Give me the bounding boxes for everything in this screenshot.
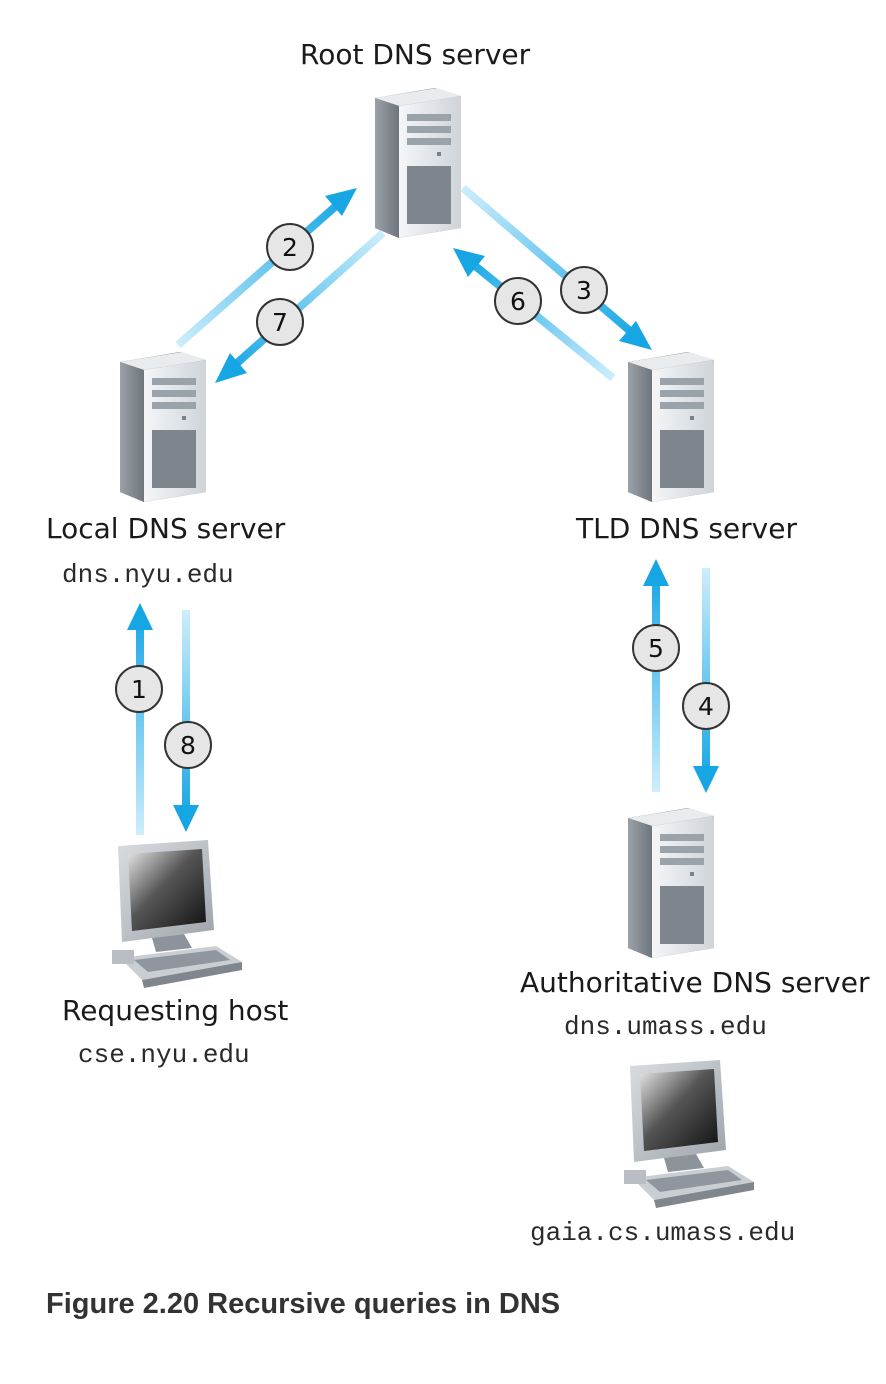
- authoritative-dns-server-icon: [628, 808, 714, 958]
- step-4-badge: 4: [682, 682, 730, 730]
- arrow-step-7: [215, 230, 386, 383]
- step-1-badge: 1: [115, 665, 163, 713]
- step-8-badge: 8: [164, 721, 212, 769]
- local-server-hostname: dns.nyu.edu: [62, 560, 234, 590]
- arrow-step-8: [173, 610, 199, 832]
- arrow-step-3: [460, 184, 652, 350]
- step-2-badge: 2: [266, 223, 314, 271]
- step-7-badge: 7: [256, 298, 304, 346]
- step-6-label: 6: [510, 287, 526, 316]
- requesting-host-hostname: cse.nyu.edu: [78, 1040, 250, 1070]
- root-server-label: Root DNS server: [300, 38, 531, 71]
- step-7-label: 7: [272, 308, 288, 337]
- arrow-step-2: [175, 188, 357, 349]
- step-8-label: 8: [180, 731, 196, 760]
- authoritative-server-label: Authoritative DNS server: [520, 966, 870, 999]
- step-3-label: 3: [576, 276, 592, 305]
- figure-caption: Figure 2.20 Recursive queries in DNS: [46, 1288, 561, 1320]
- arrow-step-6: [453, 248, 616, 382]
- step-1-label: 1: [131, 675, 147, 704]
- step-5-label: 5: [648, 634, 664, 663]
- local-dns-server-icon: [120, 352, 206, 502]
- requesting-host-label: Requesting host: [62, 994, 289, 1027]
- tld-dns-server-icon: [628, 352, 714, 502]
- gaia-hostname: gaia.cs.umass.edu: [530, 1218, 796, 1248]
- tld-server-label: TLD DNS server: [576, 512, 797, 545]
- local-server-label: Local DNS server: [46, 512, 286, 545]
- step-4-label: 4: [698, 692, 714, 721]
- authoritative-server-hostname: dns.umass.edu: [564, 1012, 767, 1042]
- step-2-label: 2: [282, 233, 298, 262]
- arrow-step-4: [693, 568, 719, 793]
- arrow-step-1: [127, 603, 153, 835]
- step-5-badge: 5: [632, 624, 680, 672]
- requesting-host-computer-icon: [112, 840, 242, 988]
- arrow-step-5: [643, 559, 669, 792]
- step-3-badge: 3: [560, 266, 608, 314]
- gaia-host-computer-icon: [624, 1060, 754, 1208]
- root-server-icon: [375, 88, 461, 238]
- step-6-badge: 6: [494, 277, 542, 325]
